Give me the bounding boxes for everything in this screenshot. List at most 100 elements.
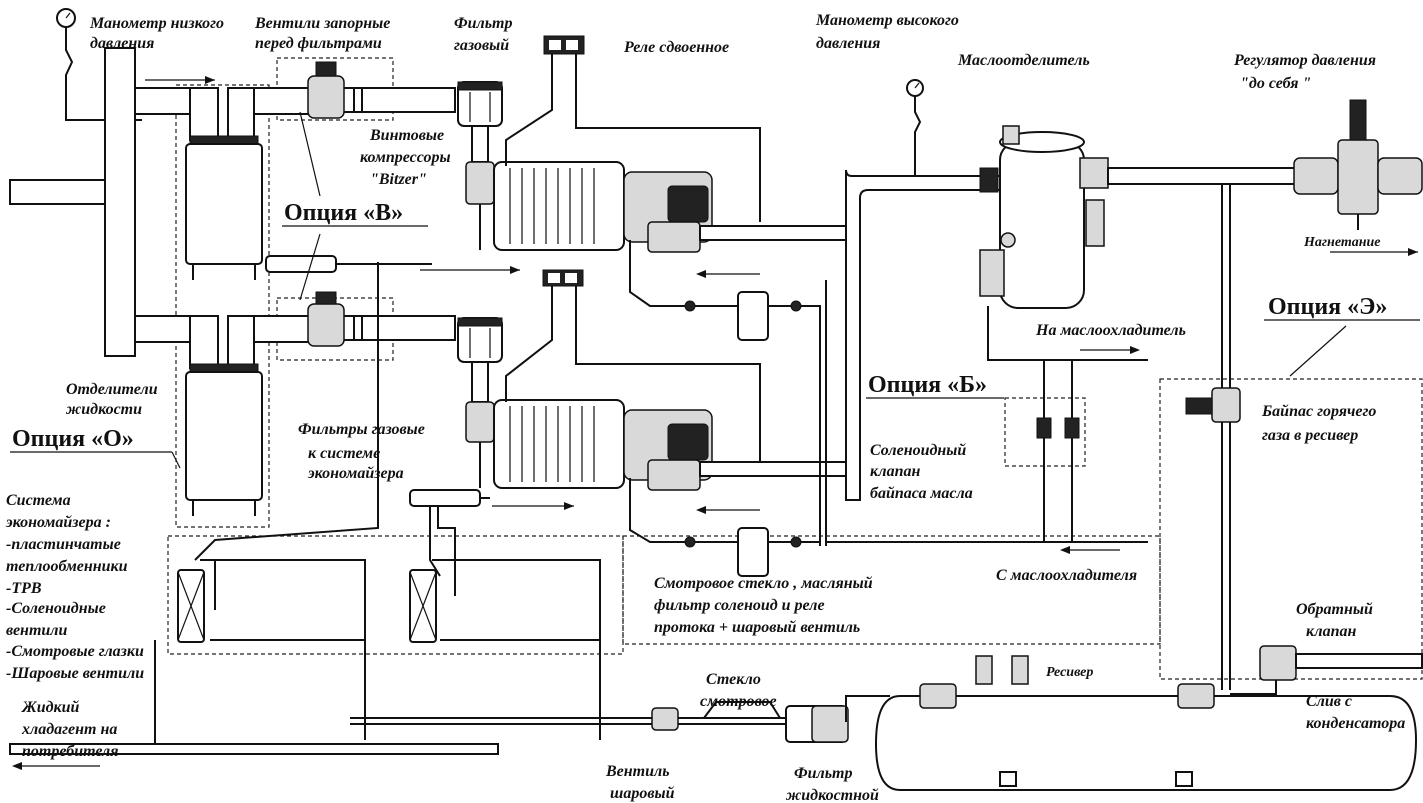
label-from-oil-cooler: С маслоохладителя (996, 567, 1137, 584)
label-gas-filters-economizer-2: к системе (308, 445, 380, 462)
label-hot-gas-bypass-1: Байпас горячего (1261, 403, 1376, 420)
label-gas-filters-economizer-1: Фильтры газовые (298, 421, 425, 438)
compressor-top-icon (493, 161, 713, 253)
label-sight-glass-1: Стекло (706, 671, 761, 688)
oil-filter-top-icon (684, 291, 802, 341)
label-liquid-separators-1: Отделители (66, 381, 158, 398)
separator-top-coupling (189, 135, 259, 145)
liquid-pipe-low (9, 743, 499, 755)
labels: Манометр низкого давления Вентили запорн… (5, 12, 1405, 803)
ball-valve-icon (651, 707, 679, 731)
label-ball-valve-2: шаровый (610, 785, 675, 802)
pipe-top-c (329, 87, 456, 113)
label-screw-compressors-3: "Bitzer" (370, 171, 427, 188)
option-v-label: Опция «В» (284, 200, 403, 226)
double-relay-top-icon (505, 35, 761, 222)
compressor-bottom-icon (493, 399, 713, 491)
elbow-top-b (227, 87, 255, 141)
label-shutoff-valves-2: перед фильтрами (255, 35, 382, 52)
label-economizer-9: -Шаровые вентили (6, 665, 144, 682)
suction-inlet-pipe (9, 179, 106, 205)
frame-hot-gas-bypass (1159, 378, 1423, 680)
economizer-filter-bottom (409, 489, 481, 507)
receiver-icon (874, 655, 1418, 791)
label-check-valve-2: клапан (1306, 623, 1357, 640)
label-economizer-5: -ТРВ (6, 580, 42, 597)
label-pressure-regulator-2: "до себя " (1240, 75, 1311, 92)
label-liquid-filter-2: жидкостной (785, 787, 879, 803)
option-o-label: Опция «О» (12, 426, 134, 452)
label-economizer-8: -Смотровые глазки (6, 643, 144, 660)
label-low-pressure-gauge-1: Манометр низкого (89, 15, 224, 32)
liquid-filter-icon (785, 705, 849, 743)
double-relay-bottom-icon (505, 269, 761, 470)
label-liquid-refrigerant-1: Жидкий (21, 699, 80, 716)
suction-header (104, 47, 136, 357)
label-economizer-1: Система (6, 492, 71, 509)
label-gas-filters-economizer-3: экономайзера (307, 465, 404, 482)
option-callouts: Опция «В» Опция «О» Опция «Б» Опция «Э» (10, 111, 1420, 469)
label-discharge: Нагнетание (1303, 235, 1381, 250)
label-hot-gas-bypass-2: газа в ресивер (1262, 427, 1358, 444)
label-ball-valve-1: Вентиль (605, 763, 670, 780)
check-valve-icon (1230, 645, 1423, 695)
liquid-line (9, 640, 890, 770)
label-low-pressure-gauge-2: давления (90, 35, 154, 52)
economizer-filter-top (265, 255, 337, 273)
gas-filter-top-icon (457, 81, 503, 250)
label-high-pressure-gauge-2: давления (816, 35, 880, 52)
economizer-hx-2-icon (409, 559, 601, 740)
label-economizer-3: -пластинчатые (6, 536, 121, 553)
shutoff-valve-top-icon (307, 61, 363, 119)
discharge-lines (194, 79, 1001, 596)
label-condenser-drain-1: Слив с (1306, 693, 1352, 710)
discharge-outlet (1107, 99, 1423, 690)
label-economizer-4: теплообменники (6, 558, 128, 575)
label-screw-compressors-1: Винтовые (369, 127, 444, 144)
separator-bot-coupling (189, 363, 259, 373)
gas-filter-bottom-icon (457, 317, 503, 488)
label-gas-filter-1: Фильтр (454, 15, 512, 32)
oil-bypass-solenoid-icon (1036, 417, 1080, 439)
liquid-separator-top (185, 143, 263, 265)
label-liquid-refrigerant-3: потребителя (22, 743, 119, 760)
label-check-valve-1: Обратный (1296, 601, 1373, 618)
label-economizer-6: -Соленоидные (6, 600, 106, 617)
oil-filter-bottom-icon (684, 527, 802, 577)
label-sight-glass-2: смотровое (700, 693, 777, 710)
frame-oil-bypass (1004, 397, 1086, 467)
label-condenser-drain-2: конденсатора (1306, 715, 1405, 732)
liquid-separator-bottom (185, 371, 263, 501)
option-b-label: Опция «Б» (868, 372, 987, 398)
label-oil-separator: Маслоотделитель (957, 52, 1090, 69)
label-high-pressure-gauge-1: Манометр высокого (815, 12, 959, 29)
label-sight-glass-oil-filter-1: Смотровое стекло , масляный (654, 575, 873, 592)
label-sight-glass-oil-filter-2: фильтр соленоид и реле (654, 597, 825, 614)
label-pressure-regulator-1: Регулятор давления (1233, 52, 1376, 69)
label-solenoid-oil-bypass-2: клапан (870, 463, 921, 480)
pipe-bot-c (329, 315, 456, 341)
oil-separator-icon (979, 125, 1109, 309)
label-gas-filter-2: газовый (454, 37, 509, 54)
oil-lines (629, 240, 1148, 577)
label-screw-compressors-2: компрессоры (360, 149, 451, 166)
pressure-regulator-icon (1293, 99, 1423, 230)
label-to-oil-cooler: На маслоохладитель (1035, 322, 1186, 339)
label-solenoid-oil-bypass-3: байпаса масла (870, 485, 973, 502)
option-e-label: Опция «Э» (1268, 294, 1387, 320)
frame-liquid-separators (175, 84, 270, 528)
elbow-bot-a (189, 315, 219, 369)
label-economizer-7: вентили (6, 622, 67, 639)
label-liquid-filter-1: Фильтр (794, 765, 852, 782)
label-economizer-2: экономайзера : (5, 514, 111, 531)
label-liquid-refrigerant-2: хладагент на (21, 721, 117, 738)
label-receiver: Ресивер (1046, 665, 1093, 680)
elbow-top-a (189, 87, 219, 141)
label-solenoid-oil-bypass-1: Соленоидный (870, 442, 966, 459)
label-liquid-separators-2: жидкости (65, 401, 142, 418)
suction-branch-top (134, 76, 456, 280)
frame-economizer (167, 535, 624, 655)
suction-manifold (9, 8, 142, 357)
label-shutoff-valves-1: Вентили запорные (254, 15, 390, 32)
